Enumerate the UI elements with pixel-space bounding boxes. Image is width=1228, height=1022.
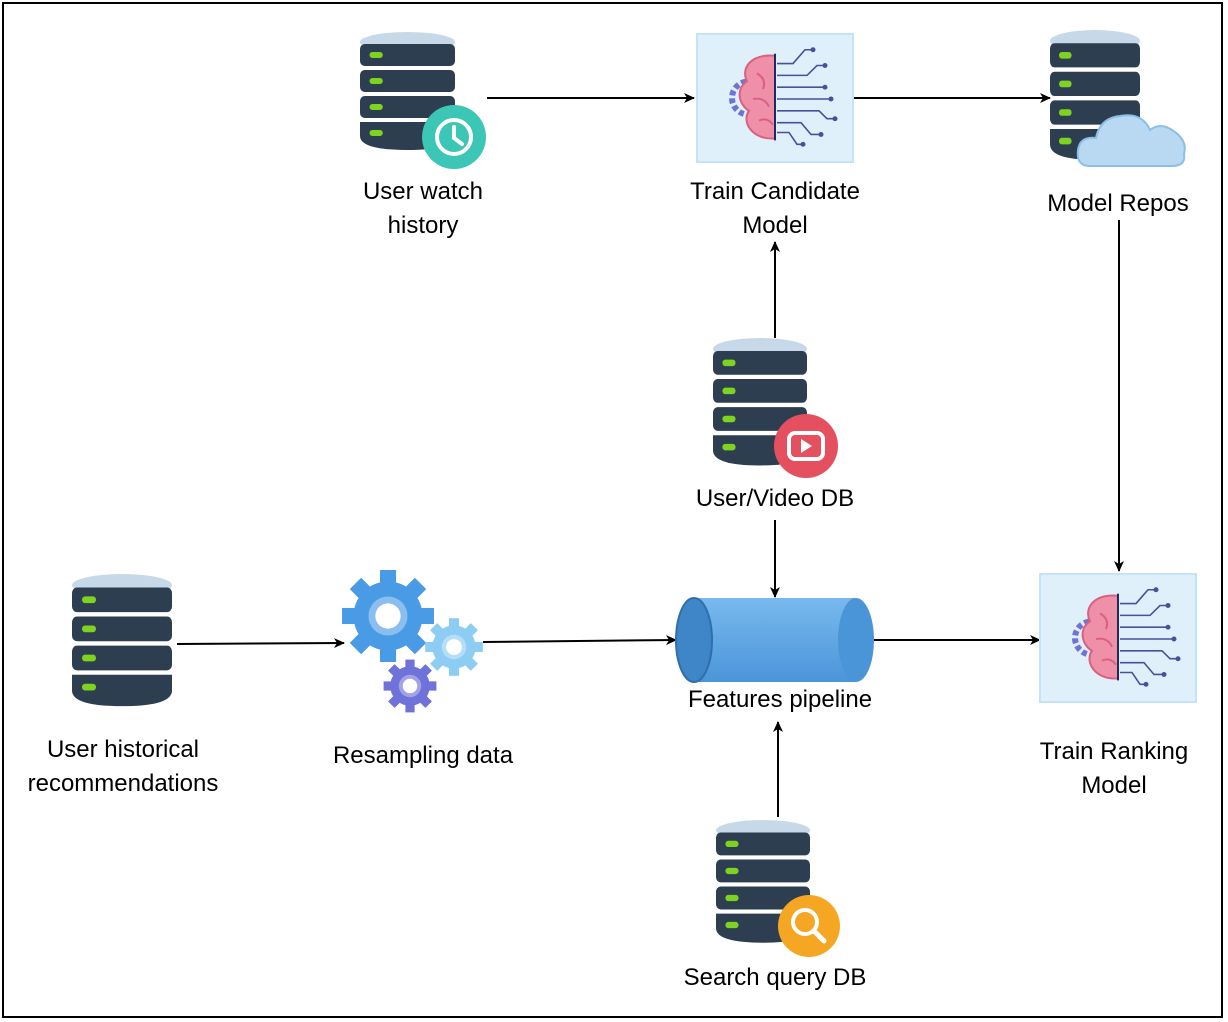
user-video-db-label: User/Video DB: [695, 485, 855, 512]
user-watch-history-node: [360, 32, 486, 169]
edge-resampling-to-features-pipeline: [482, 635, 677, 646]
model-repos-node: [1050, 30, 1186, 167]
train-ranking-model-label: Train Ranking Model: [1004, 735, 1224, 803]
model-repos-label: Model Repos: [1047, 190, 1189, 217]
edge-historical-recs-to-resampling: [176, 638, 345, 649]
resampling-data-label: Resampling data: [332, 742, 514, 769]
features-pipeline-node: [675, 597, 874, 683]
user-historical-recommendations-node: [72, 574, 172, 707]
edges: [176, 93, 1124, 817]
search-query-db-node: [716, 820, 840, 957]
cloud-icon: [1076, 114, 1186, 167]
database-icon: [72, 574, 172, 707]
brain-circuit-icon: [1040, 574, 1196, 702]
label-line: Model: [1081, 772, 1147, 799]
label-line: Model: [742, 212, 808, 239]
video-play-icon: [774, 414, 838, 478]
features-pipeline-label: Features pipeline: [687, 686, 873, 713]
label-line: User historical: [46, 736, 200, 763]
label-line: User watch: [362, 178, 484, 205]
label-line: Train Ranking: [1039, 738, 1189, 765]
search-query-db-label: Search query DB: [683, 964, 867, 991]
user-watch-history-label: User watch history: [323, 175, 523, 243]
gears-icon: [342, 570, 483, 713]
label-line: recommendations: [27, 770, 219, 797]
clock-icon: [422, 105, 486, 169]
brain-circuit-icon: [697, 34, 853, 162]
user-historical-recommendations-label: User historical recommendations: [3, 733, 243, 801]
train-ranking-model-node: [1040, 574, 1196, 702]
search-icon: [778, 895, 840, 957]
train-candidate-model-node: [697, 34, 853, 162]
train-candidate-model-label: Train Candidate Model: [655, 175, 895, 243]
pipeline-cylinder-icon: [675, 597, 874, 683]
label-line: Train Candidate: [690, 178, 860, 205]
resampling-data-node: [342, 570, 483, 713]
user-video-db-node: [713, 338, 838, 478]
label-line: history: [387, 212, 459, 239]
